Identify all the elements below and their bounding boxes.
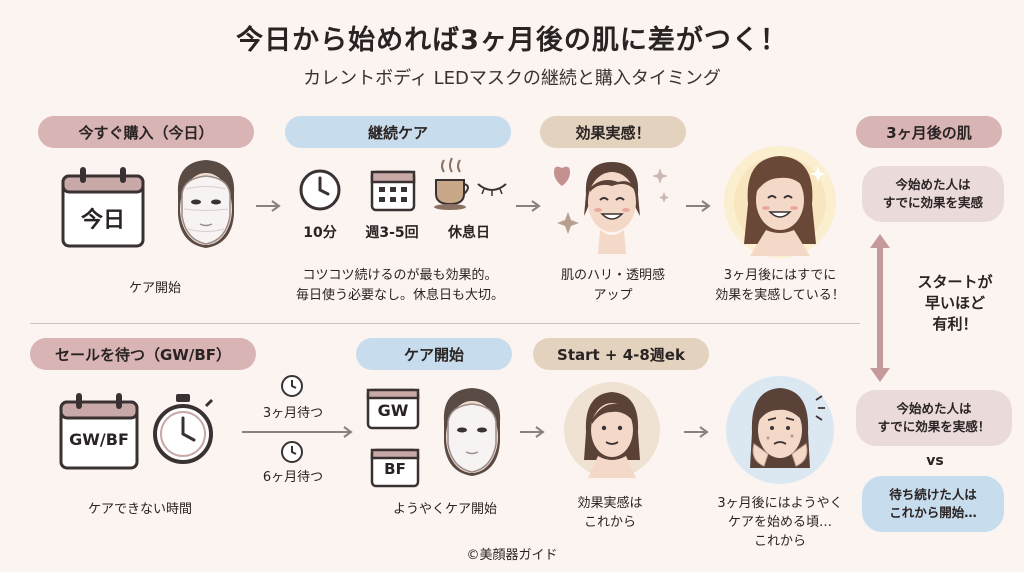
effect-caption-line2: アップ bbox=[593, 288, 633, 303]
stopwatch-icon bbox=[150, 392, 216, 468]
effect-caption-line1: 肌のハリ・透明感 bbox=[560, 268, 665, 283]
effect-from-caption-line1: 効果実感は bbox=[577, 496, 643, 511]
pill-effect: 効果実感！ bbox=[540, 116, 686, 148]
calendar-bf-label: BF bbox=[384, 460, 406, 478]
icon-label-10min: 10分 bbox=[303, 225, 337, 241]
icon-label-weekly: 週3-5回 bbox=[365, 225, 419, 241]
continue-caption-line1: コツコツ続けるのが最も効果的。 bbox=[302, 268, 498, 283]
radiant-woman-portrait bbox=[722, 144, 838, 260]
led-mask-face-icon bbox=[432, 382, 512, 482]
continue-caption-line2: 毎日使う必要なし。休息日も大切。 bbox=[295, 288, 504, 303]
calendar-week-icon bbox=[370, 166, 416, 212]
advantage-line1: スタートが bbox=[917, 273, 993, 291]
coffee-cup-icon bbox=[432, 156, 474, 212]
page-title: 今日から始めれば3ヶ月後の肌に差がつく！ bbox=[236, 25, 788, 56]
bubble-early-line2: すでに効果を実感 bbox=[882, 195, 984, 210]
advantage-line3: 有利！ bbox=[932, 315, 978, 333]
happy-face-icon bbox=[548, 158, 680, 254]
clock-icon bbox=[298, 168, 342, 212]
finally-start-caption: ようやくケア開始 bbox=[392, 502, 497, 517]
bubble-now-line1: 今始めた人は bbox=[896, 401, 972, 416]
calendar-gwbf-label: GW/BF bbox=[69, 430, 129, 449]
calendar-today-icon: 今日 bbox=[60, 164, 146, 250]
late-result-caption-line2: ケアを始める頃… bbox=[727, 515, 832, 530]
arrow-right-icon bbox=[686, 200, 711, 212]
icon-label-rest: 休息日 bbox=[448, 225, 490, 241]
bubble-early-starter: 今始めた人は すでに効果を実感 bbox=[862, 166, 1004, 222]
calendar-bf-icon: BF bbox=[370, 446, 420, 488]
bubble-early-line1: 今始めた人は bbox=[895, 177, 971, 192]
closed-eye-icon bbox=[476, 180, 508, 196]
calendar-gwbf-icon: GW/BF bbox=[58, 390, 140, 472]
arrow-right-icon bbox=[256, 200, 281, 212]
result-caption-line1: 3ヶ月後にはすでに bbox=[723, 268, 837, 283]
arrow-right-icon bbox=[242, 426, 353, 438]
worried-woman-portrait bbox=[724, 374, 836, 486]
late-result-caption-line1: 3ヶ月後にはようやく bbox=[717, 496, 843, 511]
calendar-today-label: 今日 bbox=[80, 208, 125, 233]
copyright-footer: ©美顔器ガイド bbox=[466, 548, 558, 563]
clock-icon bbox=[280, 440, 304, 464]
led-mask-face-icon bbox=[166, 154, 246, 254]
pill-continue-care: 継続ケア bbox=[285, 116, 511, 148]
pill-care-start: ケア開始 bbox=[356, 338, 512, 370]
advantage-line2: 早いほど bbox=[924, 294, 985, 312]
arrow-right-icon bbox=[520, 426, 545, 438]
bubble-now-line2: すでに効果を実感！ bbox=[877, 419, 991, 434]
bubble-now-starter: 今始めた人は すでに効果を実感！ bbox=[856, 390, 1012, 446]
bubble-waiter-line2: これから開始… bbox=[889, 505, 977, 520]
care-start-caption: ケア開始 bbox=[128, 281, 181, 296]
wait-6months-label: 6ヶ月待つ bbox=[262, 470, 324, 485]
pill-3months-skin: 3ヶ月後の肌 bbox=[856, 116, 1002, 148]
vs-label: vs bbox=[926, 453, 944, 469]
bubble-waiter-line1: 待ち続けた人は bbox=[889, 487, 977, 502]
bubble-waiter: 待ち続けた人は これから開始… bbox=[862, 476, 1004, 532]
pill-wait-sale: セールを待つ（GW/BF） bbox=[30, 338, 256, 370]
arrow-right-icon bbox=[516, 200, 541, 212]
late-result-caption-line3: これから bbox=[753, 534, 806, 549]
section-divider bbox=[30, 323, 860, 324]
pill-buy-now: 今すぐ購入（今日） bbox=[38, 116, 254, 148]
neutral-woman-portrait bbox=[562, 380, 662, 480]
calendar-gw-label: GW bbox=[377, 401, 409, 420]
no-care-caption: ケアできない時間 bbox=[87, 502, 192, 517]
effect-from-caption-line2: これから bbox=[583, 515, 636, 530]
double-arrow-icon bbox=[870, 234, 890, 382]
pill-start-weeks: Start + 4-8週ek bbox=[533, 338, 709, 370]
calendar-gw-icon: GW bbox=[366, 386, 420, 430]
wait-3months-label: 3ヶ月待つ bbox=[262, 406, 324, 421]
arrow-right-icon bbox=[684, 426, 709, 438]
clock-icon bbox=[280, 374, 304, 398]
result-caption-line2: 効果を実感している！ bbox=[715, 288, 845, 303]
page-subtitle: カレントボディ LEDマスクの継続と購入タイミング bbox=[303, 68, 721, 89]
